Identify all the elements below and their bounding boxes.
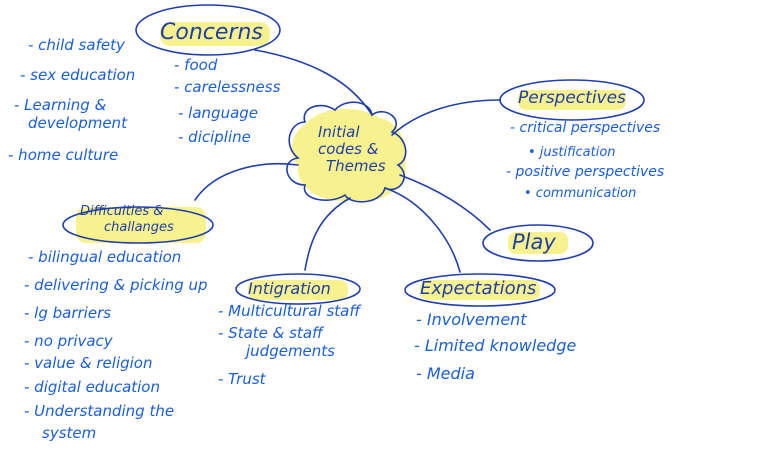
list-item: - carelessness xyxy=(174,78,281,96)
center-line-1: Initial xyxy=(318,123,360,141)
list-item: - value & religion xyxy=(24,354,153,372)
list-item: judgements xyxy=(246,342,335,360)
list-item: - Understanding the xyxy=(24,402,175,420)
list-item: - language xyxy=(178,104,259,122)
list-item: - dicipline xyxy=(178,128,251,146)
concerns-highlight xyxy=(160,22,270,46)
expectations-ellipse xyxy=(404,273,556,307)
list-item: development xyxy=(28,114,127,132)
list-item: - child safety xyxy=(28,36,125,54)
integration-title: Intigration xyxy=(248,279,331,298)
expectations-title: Expectations xyxy=(420,278,537,299)
integration-highlight xyxy=(248,280,348,300)
center-node: Initial codes & Themes xyxy=(318,124,386,175)
list-item: - State & staff xyxy=(218,324,323,342)
list-item: system xyxy=(42,424,97,442)
list-item: - Involvement xyxy=(416,310,527,329)
difficulties-highlight xyxy=(76,207,206,243)
list-item: - no privacy xyxy=(24,332,113,350)
connector-difficulties xyxy=(194,162,299,201)
integration-ellipse xyxy=(235,273,361,305)
concerns-title: Concerns xyxy=(160,20,263,45)
list-item: • communication xyxy=(524,186,637,201)
center-line-3: Themes xyxy=(326,157,386,175)
list-item: - Limited knowledge xyxy=(414,336,577,355)
center-cloud-outline xyxy=(286,101,407,203)
list-item: - digital education xyxy=(24,378,160,396)
play-highlight xyxy=(508,232,568,254)
connector-play xyxy=(399,174,491,231)
connector-expectations xyxy=(384,187,461,273)
list-item: - Multicultural staff xyxy=(218,302,361,320)
list-item: - bilingual education xyxy=(28,248,182,266)
difficulties-title: Difficulties & challanges xyxy=(80,204,174,236)
perspectives-highlight xyxy=(518,90,626,110)
connector-perspectives xyxy=(391,99,501,136)
list-item: - delivering & picking up xyxy=(24,276,208,294)
list-item: - lg barriers xyxy=(24,304,112,322)
difficulties-ellipse xyxy=(62,206,214,244)
list-item: - critical perspectives xyxy=(510,120,661,136)
list-item: - Learning & xyxy=(14,96,107,114)
list-item: - food xyxy=(174,56,218,74)
expectations-highlight xyxy=(420,280,540,300)
difficulties-title-line-1: Difficulties & xyxy=(80,204,164,219)
list-item: - positive perspectives xyxy=(506,164,665,180)
list-item: - home culture xyxy=(8,146,119,164)
connector-concerns xyxy=(254,49,373,116)
list-item: - Trust xyxy=(218,370,266,388)
difficulties-title-line-2: challanges xyxy=(104,220,174,235)
connector-integration xyxy=(304,197,351,271)
center-line-2: codes & xyxy=(318,140,379,158)
list-item: - sex education xyxy=(20,66,136,84)
list-item: - Media xyxy=(416,364,475,383)
concerns-ellipse xyxy=(135,4,281,56)
perspectives-ellipse xyxy=(499,79,645,121)
perspectives-title: Perspectives xyxy=(518,88,626,108)
center-highlight xyxy=(291,108,407,201)
list-item: • justification xyxy=(528,145,616,160)
play-ellipse xyxy=(482,224,594,262)
play-title: Play xyxy=(512,230,556,254)
